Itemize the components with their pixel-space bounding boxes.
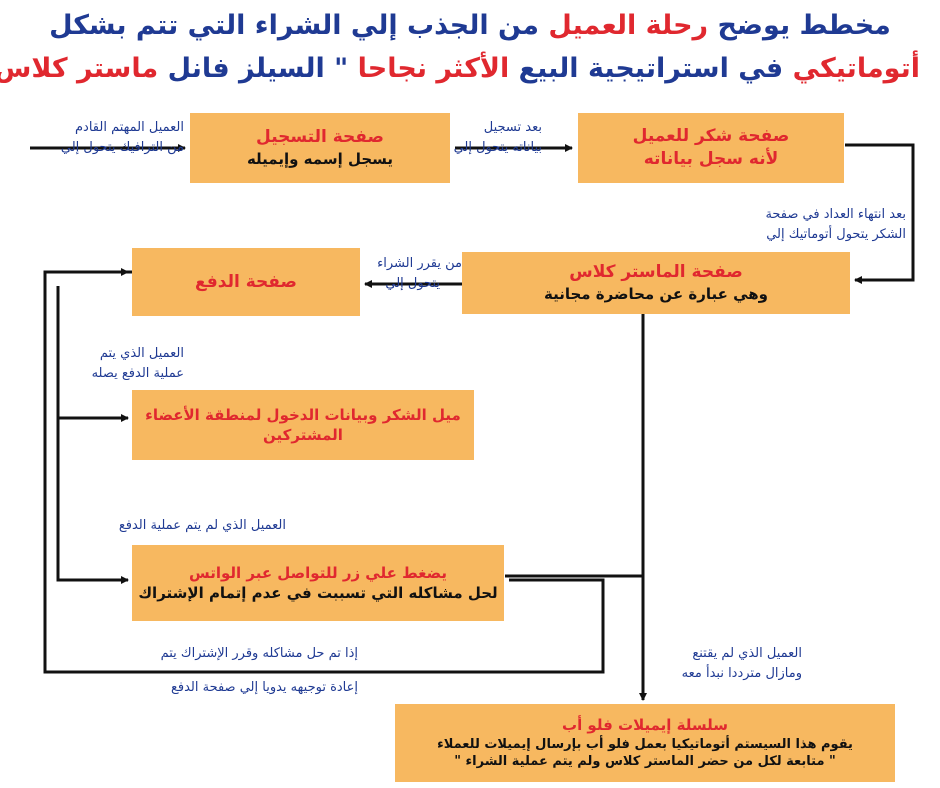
members-email-box: ميل الشكر وبيانات الدخول لمنطقة الأعضاء … [132,390,474,460]
label-after-countdown: بعد انتهاء العداد في صفحة الشكر يتحول أت… [765,205,906,245]
registration-page-title: صفحة التسجيل [256,127,384,148]
title-text: من الجذب إلي الشراء التي تتم بشكل [49,10,549,41]
masterclass-page-subtitle: وهي عبارة عن محاضرة مجانية [543,285,769,304]
payment-page-title: صفحة الدفع [195,271,297,292]
label-not-paid-client: العميل الذي لم يتم عملية الدفع [119,516,286,536]
email-followup-line-2: " متابعة لكل من حضر الماستر كلاس ولم يتم… [454,754,836,770]
label-resolved-issues: إذا تم حل مشاكله وقرر الإشتراك يتم [161,644,358,664]
whatsapp-contact-subtitle: لحل مشاكله التي تسببت في عدم إتمام الإشت… [138,584,498,602]
payment-page-box: صفحة الدفع [132,248,360,316]
label-line: من يقرر الشراء [377,256,462,271]
registration-page-box: صفحة التسجيل يسجل إسمه وإيميله [190,113,450,183]
thanks-page-subtitle: لأنه سجل بياناته [643,149,779,169]
label-line: العميل الذي يتم [99,346,184,361]
label-paid-client: العميل الذي يتم عملية الدفع يصله [92,344,184,384]
thanks-page-box: صفحة شكر للعميل لأنه سجل بياناته [578,113,844,183]
arrow-thanks-to-masterclass [845,143,915,284]
label-line: العميل الذي لم يتم عملية الدفع [118,518,286,533]
label-unconvinced-client: العميل الذي لم يقتنع ومازال مترددا نبدأ … [682,644,802,684]
label-line: إذا تم حل مشاكله وقرر الإشتراك يتم [160,646,358,661]
label-line: من الترافيك يتحول إلي [60,140,184,156]
label-line: العميل المهتم القادم [75,120,184,135]
title-text: " السيلز فانل [158,53,358,84]
label-line: بياناته يتحول إلي [453,140,542,156]
title-highlight: رحلة العميل [548,10,709,41]
label-after-registration: بعد تسجيل بياناته يتحول إلي [454,118,542,158]
thanks-page-title: صفحة شكر للعميل [632,126,790,147]
whatsapp-contact-title: يضغط علي زر للتواصل عبر الواتس [188,563,448,582]
label-line: عملية الدفع يصله [91,366,184,382]
title-text: مخطط يوضح [708,10,891,41]
arrow-payment-to-whatsapp [56,286,129,584]
diagram-title-line-1: مخطط يوضح رحلة العميل من الجذب إلي الشرا… [20,10,920,41]
label-decides-to-buy: من يقرر الشراء يتحول إلي [377,254,462,294]
email-followup-box: سلسلة إيميلات فلو أب يقوم هذا السيستم أت… [395,704,895,782]
label-line: إعادة توجيهه يدويا إلي صفحة الدفع [170,680,358,695]
label-manual-redirect: إعادة توجيهه يدويا إلي صفحة الدفع [171,678,358,698]
diagram-title-line-2: أتوماتيكي في استراتيجية البيع الأكثر نجا… [0,53,920,84]
email-followup-title: سلسلة إيميلات فلو أب [562,716,729,735]
registration-page-subtitle: يسجل إسمه وإيميله [246,150,394,169]
label-line: يتحول إلي [385,276,440,292]
label-line: بعد انتهاء العداد في صفحة [765,207,906,222]
title-text: في استراتيجية البيع [509,53,793,84]
email-followup-line-1: يقوم هذا السيستم أتوماتيكيا بعمل فلو أب … [437,736,853,752]
masterclass-page-title: صفحة الماستر كلاس [569,262,743,283]
label-line: الشكر يتحول أتوماتيك إلي [766,227,906,243]
label-line: بعد تسجيل [483,120,542,135]
label-line: العميل الذي لم يقتنع [692,646,802,661]
members-email-title: ميل الشكر وبيانات الدخول لمنطقة الأعضاء … [145,405,461,444]
label-line: ومازال مترددا نبدأ معه [681,666,802,682]
label-interested-client: العميل المهتم القادم من الترافيك يتحول إ… [61,118,184,158]
title-highlight: الأكثر نجاحا [357,53,510,84]
whatsapp-contact-box: يضغط علي زر للتواصل عبر الواتس لحل مشاكل… [132,545,504,621]
masterclass-page-box: صفحة الماستر كلاس وهي عبارة عن محاضرة مج… [462,252,850,314]
title-highlight: ماستر كلاس [0,53,159,84]
title-highlight: أتوماتيكي [792,53,920,84]
